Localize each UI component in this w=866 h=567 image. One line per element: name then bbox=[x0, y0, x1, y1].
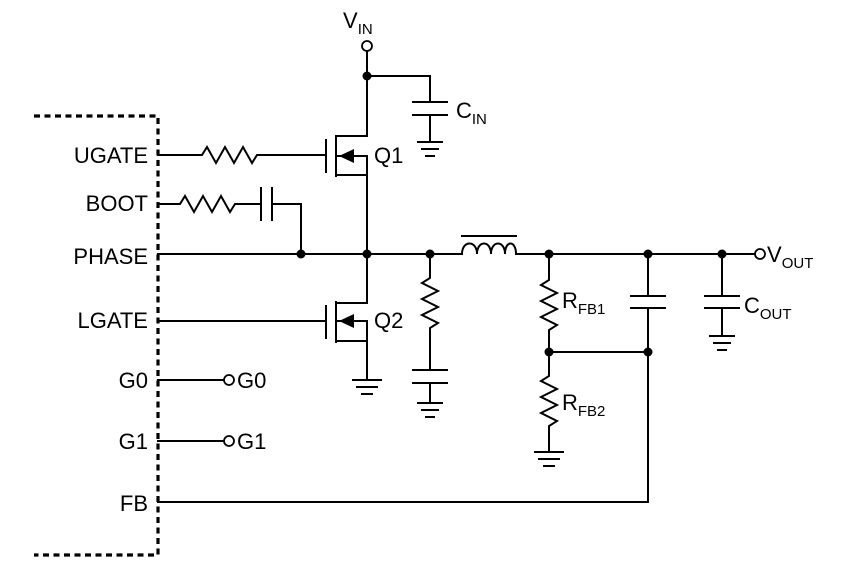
rfb1-resistor: RFB1 bbox=[538, 253, 605, 353]
pin-label-g0: G0 bbox=[119, 368, 148, 393]
snubber-network bbox=[412, 253, 448, 418]
g0-terminal bbox=[223, 374, 235, 386]
rfb2-label: RFB2 bbox=[562, 390, 605, 420]
q2-mosfet: Q2 bbox=[325, 301, 403, 395]
cout-capacitor: COUT bbox=[704, 253, 792, 351]
vout-terminal bbox=[754, 248, 766, 260]
vin-rail: VIN bbox=[343, 8, 431, 136]
boot-network bbox=[157, 187, 302, 255]
g0-connection: G0 bbox=[157, 368, 266, 393]
pin-label-g1: G1 bbox=[119, 429, 148, 454]
pin-label-fb: FB bbox=[120, 491, 148, 516]
vin-junction bbox=[362, 71, 372, 81]
cin-label: CIN bbox=[456, 98, 487, 128]
phase-junction-boot bbox=[296, 249, 306, 259]
pin-label-boot: BOOT bbox=[86, 191, 148, 216]
rfb2-resistor: RFB2 bbox=[534, 351, 605, 467]
ic-pin-labels: UGATE BOOT PHASE LGATE G0 G1 FB bbox=[73, 143, 148, 516]
q1-body-arrow bbox=[339, 149, 354, 163]
pin-label-lgate: LGATE bbox=[77, 308, 148, 333]
g0-external-label: G0 bbox=[237, 368, 266, 393]
cout-label: COUT bbox=[744, 293, 792, 323]
vout-label: VOUT bbox=[767, 242, 813, 272]
vin-label: VIN bbox=[343, 8, 373, 38]
pin-label-ugate: UGATE bbox=[74, 143, 148, 168]
vin-terminal bbox=[361, 40, 373, 52]
g1-connection: G1 bbox=[157, 429, 266, 454]
vout-terminal-group: VOUT bbox=[754, 242, 813, 272]
phase-node bbox=[157, 174, 463, 303]
pin-label-phase: PHASE bbox=[73, 244, 148, 269]
ugate-resistor bbox=[157, 144, 327, 166]
g1-external-label: G1 bbox=[237, 429, 266, 454]
output-inductor bbox=[460, 235, 756, 259]
feedforward-capacitor bbox=[630, 253, 666, 353]
controller-ic-outline bbox=[34, 114, 160, 557]
q2-label: Q2 bbox=[374, 308, 403, 333]
q2-body-arrow bbox=[339, 314, 354, 328]
g1-terminal bbox=[223, 435, 235, 447]
phase-junction-switch bbox=[362, 249, 372, 259]
feedback-node bbox=[544, 347, 653, 357]
fb-trace bbox=[157, 351, 649, 503]
q1-mosfet: Q1 bbox=[325, 135, 403, 177]
cin-capacitor: CIN bbox=[412, 98, 487, 157]
rfb1-label: RFB1 bbox=[562, 288, 605, 318]
q1-label: Q1 bbox=[374, 143, 403, 168]
